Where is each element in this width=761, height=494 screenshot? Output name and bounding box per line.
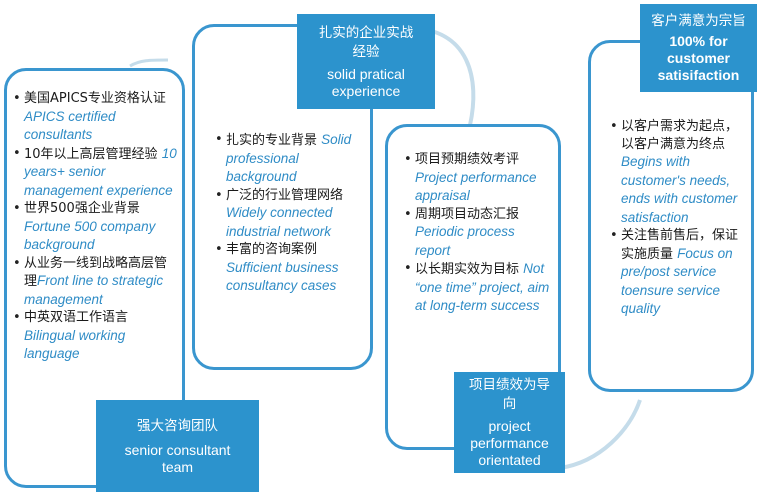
header-cn: 客户满意为宗旨 <box>651 13 746 29</box>
header-practical-experience: 扎实的企业实战经验 solid pratical experience <box>297 14 435 109</box>
connector-arc-bottom <box>559 399 642 470</box>
list-item: 10年以上高层管理经验 10 years+ senior management … <box>13 145 179 201</box>
header-cn: 扎实的企业实战经验 <box>318 24 414 60</box>
list-item: 丰富的咨询案例 Sufficient business consultancy … <box>215 241 365 296</box>
header-cn: 强大咨询团队 <box>137 417 218 434</box>
header-consultant-team: 强大咨询团队 senior consultant team <box>96 400 259 492</box>
header-cn: 项目绩效为导向 <box>469 377 550 412</box>
list-item: 项目预期绩效考评 Project performance appraisal <box>404 151 552 206</box>
card-customer-satisfaction-list: 以客户需求为起点，以客户满意为终点 Begins with customer's… <box>610 118 740 319</box>
header-en: project performance orientated <box>470 418 549 468</box>
list-item: 美国APICS专业资格认证 APICS certified consultant… <box>13 90 179 145</box>
card-practical-experience-list: 扎实的专业背景 Solid professional background 广泛… <box>215 131 365 296</box>
header-customer-satisfaction: 客户满意为宗旨 100% for customer satisifaction <box>640 4 757 92</box>
header-project-performance: 项目绩效为导向 project performance orientated <box>454 372 565 473</box>
header-en: solid pratical experience <box>327 65 405 99</box>
header-en: senior consultant team <box>124 441 231 475</box>
list-item: 广泛的行业管理网络Widely connected industrial net… <box>215 187 365 242</box>
list-item: 世界500强企业背景 Fortune 500 company backgroun… <box>13 200 179 255</box>
list-item: 以长期实效为目标 Not “one time” project, aim at … <box>404 260 552 316</box>
list-item: 中英双语工作语言 Bilingual working language <box>13 309 179 364</box>
card-project-performance-list: 项目预期绩效考评 Project performance appraisal 周… <box>404 151 552 316</box>
list-item: 以客户需求为起点，以客户满意为终点 Begins with customer's… <box>610 118 740 227</box>
list-item: 从业务一线到战略高层管理Front line to strategic mana… <box>13 255 179 310</box>
list-item: 周期项目动态汇报 Periodic process report <box>404 206 552 261</box>
list-item: 关注售前售后，保证实施质量 Focus on pre/post service … <box>610 227 740 319</box>
card-consultant-team-list: 美国APICS专业资格认证 APICS certified consultant… <box>13 90 179 364</box>
connector-arc-left <box>129 58 169 68</box>
header-en: 100% for customer satisifaction <box>657 33 740 83</box>
list-item: 扎实的专业背景 Solid professional background <box>215 131 365 187</box>
